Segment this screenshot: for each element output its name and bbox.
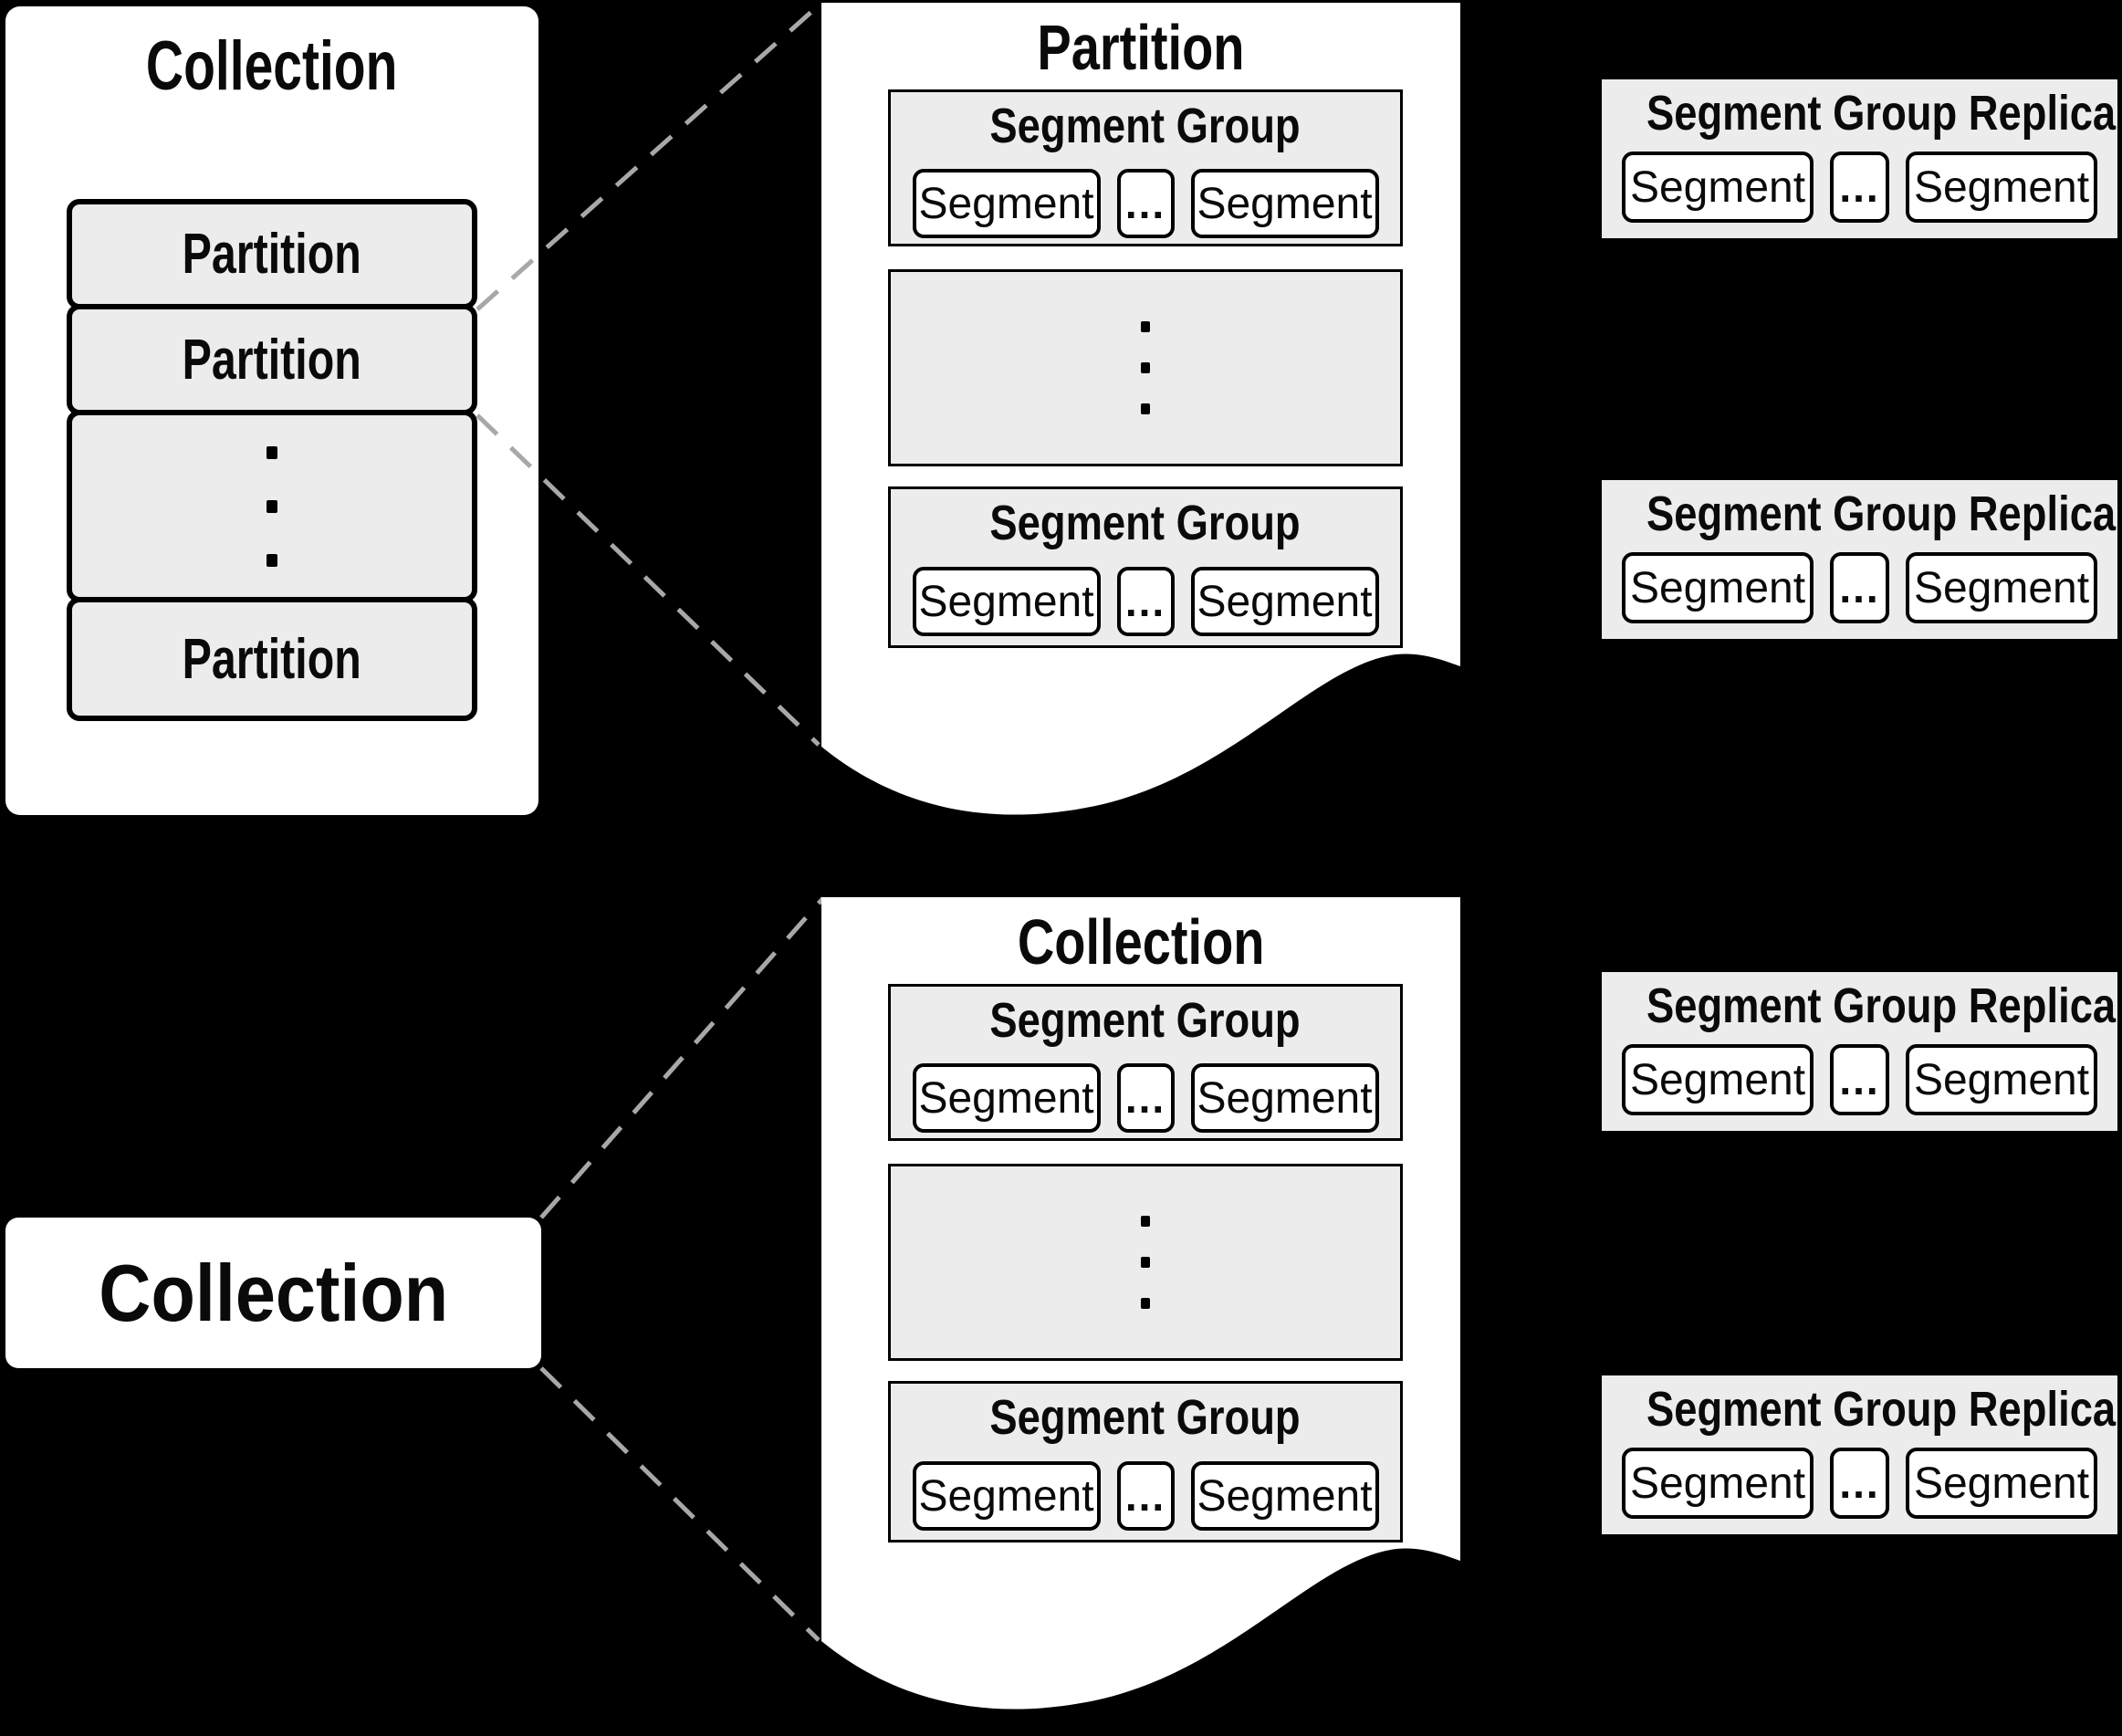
vertical-ellipsis-icon — [267, 445, 277, 459]
segment-box: Segment — [912, 1063, 1101, 1133]
segment-group-replica-title: Segment Group Replica — [1646, 486, 2117, 541]
collection-panel-title-text: Collection — [146, 27, 398, 105]
segment-box: Segment — [1190, 169, 1379, 238]
segment-ellipsis-box: ... — [1830, 1448, 1889, 1519]
partition-row: Partition — [67, 199, 477, 309]
segment-box: Segment — [1190, 1461, 1379, 1531]
segment-group-ellipsis-box — [888, 1164, 1403, 1361]
segment-box: Segment — [912, 1461, 1101, 1531]
vertical-ellipsis-icon — [267, 499, 277, 513]
segment-box: Segment — [1906, 552, 2097, 623]
partition-document-title-text: Partition — [1037, 12, 1245, 83]
segment-box: Segment — [1906, 1044, 2097, 1115]
segment-group-replica-title: Segment Group Replica — [1646, 86, 2117, 141]
partition-document-title: Partition — [821, 11, 1460, 84]
collection-panel-title: Collection — [5, 26, 538, 106]
bottom-collection-box: Collection — [5, 1218, 541, 1368]
segment-ellipsis-box: ... — [1116, 1461, 1175, 1531]
segment-group-box: Segment Group Segment ... Segment — [888, 89, 1403, 246]
segment-box: Segment — [912, 567, 1101, 636]
segment-box: Segment — [1622, 152, 1814, 223]
segment-ellipsis-box: ... — [1116, 169, 1175, 238]
partition-row: Partition — [67, 304, 477, 415]
segment-ellipsis-box: ... — [1116, 567, 1175, 636]
collection-document-title: Collection — [821, 905, 1460, 978]
collection-panel: Collection Partition Partition Partition — [5, 6, 538, 815]
segment-ellipsis-box: ... — [1116, 1063, 1175, 1133]
segment-box: Segment — [1906, 152, 2097, 223]
segment-group-box: Segment Group Segment ... Segment — [888, 486, 1403, 648]
segment-group-replica-box: Segment Group Replica Segment ... Segmen… — [1602, 79, 2117, 238]
segment-ellipsis-box: ... — [1830, 552, 1889, 623]
segment-box: Segment — [1622, 552, 1814, 623]
bottom-collection-title: Collection — [99, 1247, 448, 1338]
segment-box: Segment — [912, 169, 1101, 238]
segment-group-replica-box: Segment Group Replica Segment ... Segmen… — [1602, 972, 2117, 1131]
vertical-ellipsis-icon — [1141, 403, 1150, 414]
vertical-ellipsis-icon — [1141, 362, 1150, 373]
partition-row-label: Partition — [182, 627, 362, 691]
segment-group-replica-title: Segment Group Replica — [1646, 1382, 2117, 1437]
vertical-ellipsis-icon — [1141, 1257, 1150, 1268]
dashed-connector-collection-top — [539, 896, 825, 1219]
segment-group-box: Segment Group Segment ... Segment — [888, 984, 1403, 1141]
segment-group-title: Segment Group — [989, 993, 1301, 1048]
segment-ellipsis-box: ... — [1830, 1044, 1889, 1115]
dashed-connector-collection-bottom — [539, 1366, 821, 1642]
segment-group-title: Segment Group — [989, 496, 1301, 550]
segment-group-title: Segment Group — [989, 1390, 1301, 1445]
vertical-ellipsis-icon — [267, 553, 277, 567]
partition-row-label: Partition — [182, 223, 362, 286]
segment-box: Segment — [1622, 1044, 1814, 1115]
segment-box: Segment — [1190, 1063, 1379, 1133]
segment-group-replica-box: Segment Group Replica Segment ... Segmen… — [1602, 1375, 2117, 1534]
segment-group-box: Segment Group Segment ... Segment — [888, 1381, 1403, 1543]
partition-ellipsis-row — [67, 410, 477, 602]
segment-group-replica-title: Segment Group Replica — [1646, 978, 2117, 1033]
segment-ellipsis-box: ... — [1830, 152, 1889, 223]
collection-document-title-text: Collection — [1017, 906, 1265, 978]
segment-box: Segment — [1906, 1448, 2097, 1519]
vertical-ellipsis-icon — [1141, 1298, 1150, 1309]
vertical-ellipsis-icon — [1141, 321, 1150, 332]
segment-group-replica-box: Segment Group Replica Segment ... Segmen… — [1602, 480, 2117, 639]
segment-group-ellipsis-box — [888, 269, 1403, 466]
segment-box: Segment — [1190, 567, 1379, 636]
partition-row: Partition — [67, 597, 477, 721]
partition-row-label: Partition — [182, 328, 362, 392]
segment-group-title: Segment Group — [989, 99, 1301, 153]
vertical-ellipsis-icon — [1141, 1216, 1150, 1227]
segment-box: Segment — [1622, 1448, 1814, 1519]
